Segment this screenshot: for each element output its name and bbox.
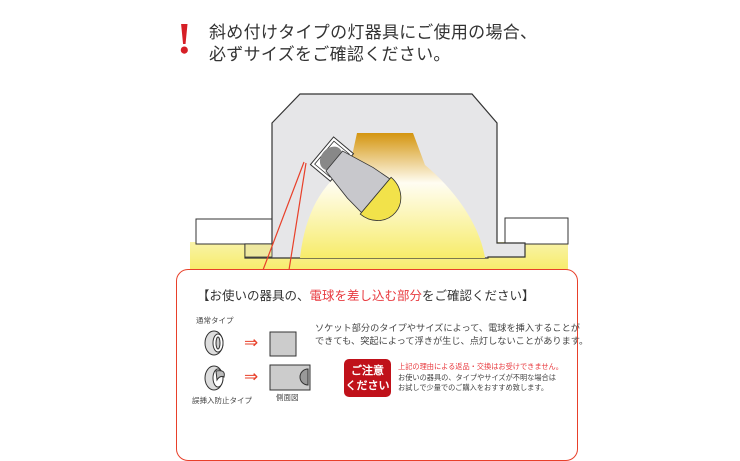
callout-lines: [262, 161, 307, 271]
description-line: できても、突起によって浮きが生じ、点灯しないことがあります。: [315, 336, 589, 347]
purchase-note: お使いの器具の、タイプやサイズが不明な場合は お試しで少量でのご購入をおすすめ致…: [398, 373, 556, 393]
badge-line: ください: [345, 379, 390, 392]
badge-line: ご注意: [351, 364, 384, 377]
exclamation-icon: !: [177, 14, 192, 63]
ceiling-right: [504, 217, 569, 245]
arrow-icon: ⇒: [244, 333, 259, 353]
arrow-icon: ⇒: [244, 367, 259, 387]
no-return-warning: 上記の理由による返品・交換はお受けできません。: [398, 362, 563, 371]
page-title: 斜め付けタイプの灯器具にご使用の場合、 必ずサイズをご確認ください。: [209, 22, 537, 66]
heading-text-end: をご確認ください】: [422, 288, 535, 303]
description-line: ソケット部分のタイプやサイズによって、電球を挿入することが: [315, 323, 580, 334]
normal-socket-icon: [204, 330, 224, 356]
normal-side-view: [269, 331, 297, 357]
light-bulb: [309, 136, 402, 221]
caution-badge: ご注意 ください: [344, 359, 391, 397]
note-line: お使いの器具の、タイプやサイズが不明な場合は: [398, 373, 556, 382]
fixture-illustration: [190, 93, 569, 271]
heading-highlight: 電球を差し込む部分: [309, 288, 423, 303]
heading-text: 【お使いの器具の、: [197, 288, 310, 303]
title-line-1: 斜め付けタイプの灯器具にご使用の場合、: [209, 23, 538, 43]
side-view-label: 側面図: [276, 393, 299, 402]
anti-misinsertion-type-label: 誤挿入防止タイプ: [192, 396, 252, 405]
normal-type-label: 通常タイプ: [196, 316, 234, 325]
description: ソケット部分のタイプやサイズによって、電球を挿入することが できても、突起によっ…: [315, 322, 588, 348]
socket-diagrams: [204, 330, 311, 391]
note-line: お試しで少量でのご購入をおすすめ致します。: [398, 383, 549, 392]
title-line-2: 必ずサイズをご確認ください。: [209, 45, 451, 65]
anti-misinsertion-socket-icon: [204, 365, 225, 391]
ceiling-left: [195, 218, 273, 245]
panel-heading: 【お使いの器具の、電球を差し込む部分をご確認ください】: [197, 285, 535, 304]
